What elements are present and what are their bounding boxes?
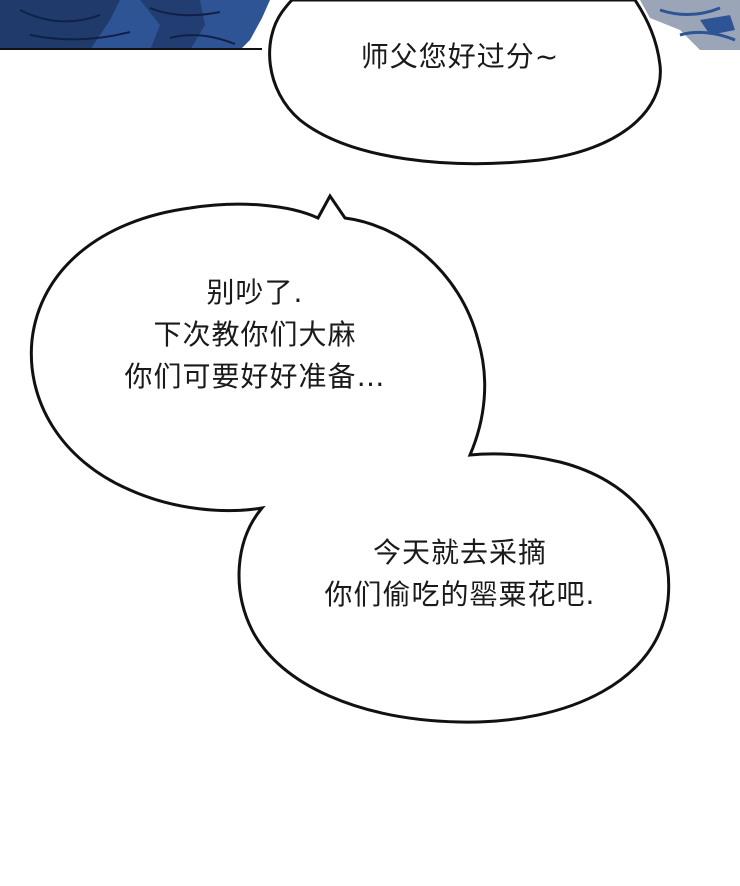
dialogue-line: 你们偷吃的罂粟花吧. [324, 578, 596, 611]
speech-bubble-middle-text: 别吵了. 下次教你们大麻 你们可要好好准备… [60, 272, 450, 398]
speech-bubble-bottom-text: 今天就去采摘 你们偷吃的罂粟花吧. [270, 532, 650, 616]
speech-bubble-top-text: 师父您好过分~ [300, 36, 620, 78]
speech-bubble-top [268, 0, 662, 166]
dialogue-line: 下次教你们大麻 [153, 318, 357, 351]
dialogue-line: 你们可要好好准备… [124, 360, 386, 393]
dialogue-line: 别吵了. [206, 276, 304, 309]
dialogue-line: 今天就去采摘 [372, 536, 547, 569]
speech-bubble-main [29, 193, 671, 724]
dialogue-line: 师父您好过分~ [360, 40, 560, 73]
